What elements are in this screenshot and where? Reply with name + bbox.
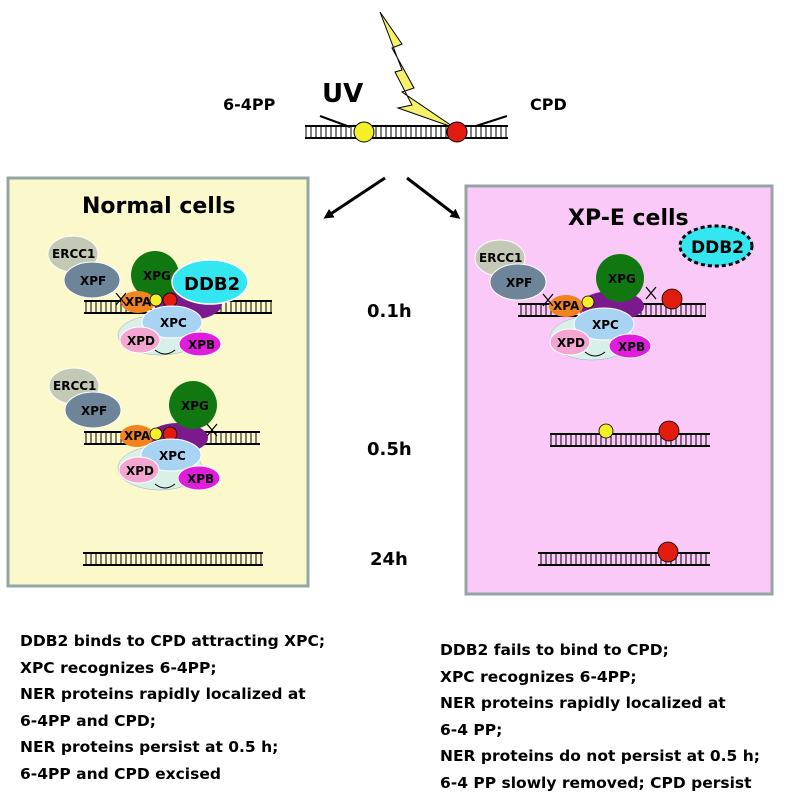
- arrow-to-normal: [323, 176, 386, 219]
- caption-line: 6-4PP and CPD excised: [20, 764, 221, 783]
- xpb-label: XPB: [618, 340, 645, 354]
- xpf-protein: [489, 263, 547, 301]
- xpc-label: XPC: [160, 316, 187, 330]
- caption-line: DDB2 binds to CPD attracting XPC;: [20, 632, 326, 650]
- xpd-label: XPD: [127, 334, 155, 348]
- ercc1-label: ERCC1: [53, 379, 96, 393]
- xpg-label: XPG: [608, 272, 636, 286]
- xpc-protein: [141, 305, 203, 339]
- xpf-label: XPF: [506, 276, 532, 290]
- xpa-label: XPA: [124, 429, 151, 443]
- scissors-icon: [206, 423, 218, 437]
- arrow-to-xpe: [406, 176, 461, 219]
- cpd-lesion: [446, 121, 468, 143]
- xpf-label: XPF: [80, 274, 106, 288]
- cpd-lesion: [657, 541, 679, 563]
- scissors-icon: [645, 286, 657, 300]
- caption-line: 6-4 PP;: [440, 720, 503, 739]
- xpa-protein: [549, 295, 583, 317]
- xpc-label: XPC: [592, 318, 619, 332]
- ddb2-free-protein: [678, 224, 754, 268]
- xpb-label: XPB: [187, 472, 214, 486]
- normal-24h-dna: [83, 552, 263, 566]
- ddb2-protein: [171, 259, 249, 305]
- 6-4pp-lesion-bound: [149, 293, 163, 307]
- normal-cells-caption: DDB2 binds to CPD attracting XPC; XPC re…: [20, 628, 325, 787]
- caption-line: DDB2 fails to bind to CPD;: [440, 641, 669, 659]
- xpe-cells-caption: DDB2 fails to bind to CPD; XPC recognize…: [440, 637, 760, 796]
- xpc-label: XPC: [159, 449, 186, 463]
- xpb-label: XPB: [188, 338, 215, 352]
- xpf-label: XPF: [81, 404, 107, 418]
- uv-label: UV: [322, 79, 363, 109]
- time-label-0.5h: 0.5h: [367, 439, 412, 460]
- caption-line: NER proteins rapidly localized at: [440, 694, 726, 712]
- time-label-0.1h: 0.1h: [367, 301, 412, 322]
- xpd-label: XPD: [126, 464, 154, 478]
- cpd-lesion-bound: [162, 292, 178, 308]
- xpe-0.1h-complex: XPG ERCC1 XPF XPA XPC XPD XPB: [474, 239, 706, 361]
- xpg-protein: [169, 381, 217, 429]
- xpe-0.5h-dna: [550, 420, 710, 447]
- caption-line: 6-4 PP slowly removed; CPD persist: [440, 773, 752, 792]
- xpf-protein: [63, 261, 121, 299]
- xpd-label: XPD: [557, 336, 585, 350]
- ddb2-label: DDB2: [184, 274, 240, 295]
- xpg-label: XPG: [181, 399, 209, 413]
- xpb-protein: [608, 333, 652, 359]
- 6-4pp-lesion-bound: [581, 295, 595, 309]
- top-dna-strand: [305, 125, 508, 139]
- normal-0.1h-complex: XPG DDB2 ERCC1 XPF XPA XPC XPD XPB: [47, 235, 272, 357]
- caption-line: NER proteins persist at 0.5 h;: [20, 738, 279, 756]
- ercc1-label: ERCC1: [479, 251, 522, 265]
- 6-4pp-lesion-bound: [149, 427, 163, 441]
- xpd-protein: [118, 456, 160, 484]
- xpg-protein: [131, 251, 179, 299]
- scissors-icon: [115, 292, 127, 306]
- xpb-protein: [178, 331, 222, 357]
- xpg-label: XPG: [143, 269, 171, 283]
- xpc-protein: [573, 307, 635, 341]
- xpb-protein: [177, 465, 221, 491]
- normal-0.5h-complex: XPG ERCC1 XPF XPA XPC XPD XPB: [48, 367, 260, 491]
- 6-4pp-lesion: [598, 423, 614, 439]
- ddb2-free-label: DDB2: [691, 238, 744, 258]
- caption-line: 6-4PP and CPD;: [20, 711, 156, 730]
- cpd-lesion: [658, 420, 680, 442]
- xpe-cells-title: XP-E cells: [568, 206, 689, 231]
- xpd-protein: [549, 328, 591, 356]
- 6-4pp-lesion: [353, 121, 375, 143]
- xpa-protein: [120, 425, 154, 447]
- 6-4pp-label: 6-4PP: [223, 95, 276, 114]
- caption-line: NER proteins rapidly localized at: [20, 685, 306, 703]
- xpf-protein: [64, 391, 122, 429]
- time-label-24h: 24h: [370, 549, 408, 570]
- scissors-icon: [542, 293, 554, 307]
- uv-lightning-bolt: [379, 11, 456, 129]
- xpd-protein: [119, 326, 161, 354]
- xpa-label: XPA: [125, 295, 152, 309]
- caption-line: XPC recognizes 6-4PP;: [440, 667, 637, 686]
- cpd-pointer-line: [475, 115, 508, 127]
- xpa-protein: [121, 291, 155, 313]
- normal-cells-title: Normal cells: [82, 194, 235, 219]
- caption-line: XPC recognizes 6-4PP;: [20, 658, 217, 677]
- cpd-lesion-unbound: [661, 288, 683, 310]
- caption-line: NER proteins do not persist at 0.5 h;: [440, 747, 760, 765]
- ercc1-label: ERCC1: [52, 247, 95, 261]
- cpd-label: CPD: [530, 95, 567, 114]
- xpa-label: XPA: [553, 299, 580, 313]
- xpe-24h-dna: [538, 541, 710, 566]
- xpg-protein: [596, 254, 644, 302]
